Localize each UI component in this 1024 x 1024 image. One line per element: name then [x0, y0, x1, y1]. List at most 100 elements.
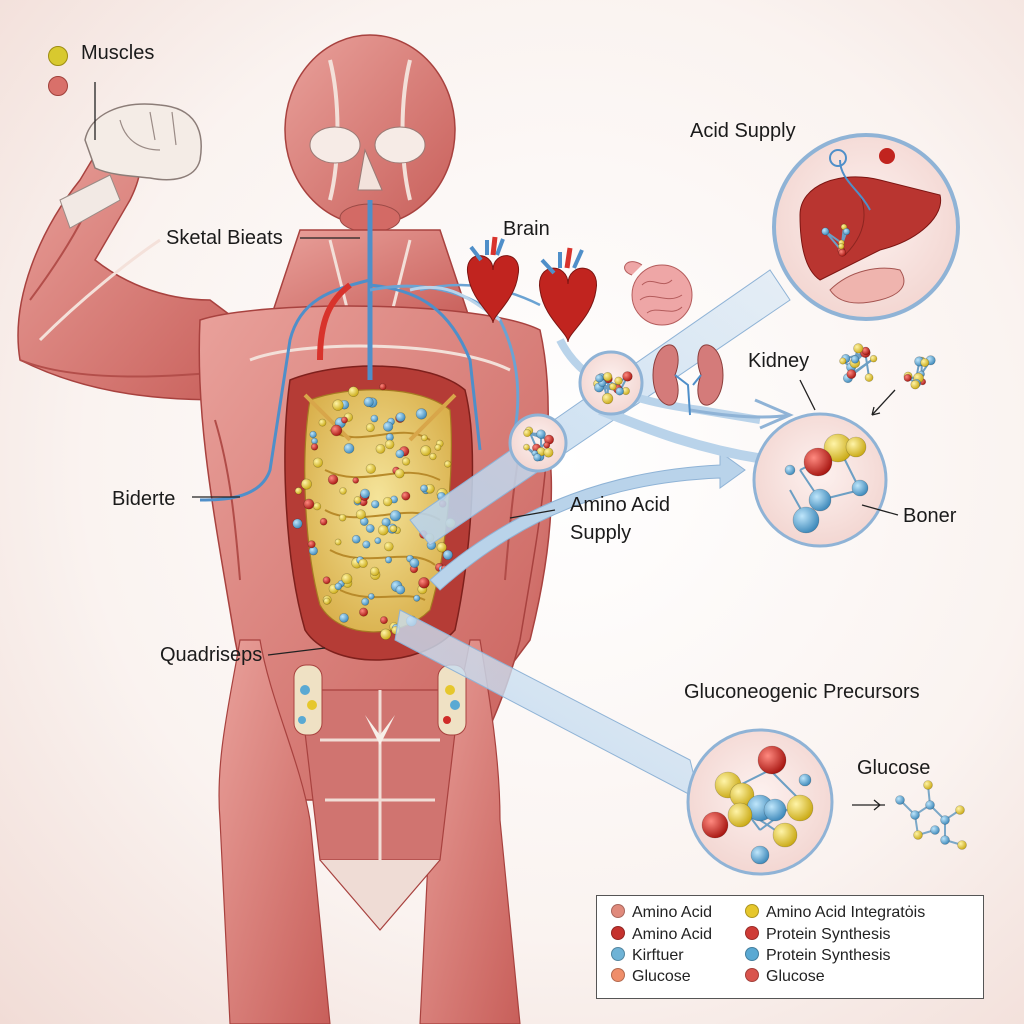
molecule-atom [383, 541, 394, 552]
molecule-atom [365, 423, 375, 433]
molecule-atom [370, 566, 380, 577]
molecule-atom [821, 227, 830, 236]
protein-inset [752, 412, 888, 548]
molecule-atom [395, 412, 406, 423]
molecule-atom [309, 430, 317, 439]
liver-inset [772, 133, 960, 321]
molecule-atom [808, 488, 832, 512]
molecule-atom [925, 800, 935, 810]
molecule-atom [842, 227, 851, 236]
label-acid-supply: Acid Supply [690, 120, 796, 142]
molecule-atom [395, 449, 405, 459]
molecule-atom [409, 558, 420, 568]
molecule-atom [784, 464, 796, 476]
molecule-atom [339, 487, 347, 495]
molecule-atom [846, 369, 857, 379]
molecule-atom [351, 534, 361, 544]
molecule-atom [343, 443, 355, 454]
molecule-atom [543, 441, 551, 449]
top-legend-dot-red [48, 76, 68, 96]
molecule-atom [602, 372, 613, 382]
molecule-atom [421, 434, 428, 442]
molecule-atom [379, 383, 387, 391]
molecule-atom [434, 444, 442, 451]
molecule-atom [415, 408, 428, 420]
molecule-atom [957, 840, 967, 850]
label-boner: Boner [903, 505, 957, 527]
molecule-atom [910, 379, 920, 390]
molecule-atom [536, 429, 546, 439]
molecule-clusters [523, 223, 936, 865]
molecule-atom [362, 540, 371, 549]
molecule-atom [523, 443, 530, 451]
molecule-atom [622, 371, 633, 382]
molecule-atom [895, 795, 905, 805]
molecule-atom [798, 773, 812, 787]
molecule-atom [615, 387, 624, 396]
molecule-atom [327, 474, 339, 485]
legend-right-item-2: Protein Synthesis [745, 947, 891, 965]
molecule-atom [757, 745, 787, 775]
molecule-atom [436, 542, 447, 553]
legend-swatch [611, 926, 625, 940]
molecule-atom [377, 524, 389, 536]
molecule-atom [332, 399, 344, 411]
molecule-atom [940, 835, 950, 845]
molecule-atom [772, 822, 798, 848]
legend-right-item-3: Glucose [745, 968, 825, 986]
molecule-atom [292, 518, 303, 529]
molecule-atom [379, 616, 388, 625]
molecule-atom [334, 582, 343, 591]
molecule-atom [401, 491, 411, 501]
molecule-atom [850, 355, 860, 364]
label-precursors: Gluconeogenic Precursors [684, 681, 920, 703]
molecule-atom [903, 373, 912, 382]
label-amino-supply-line1: Amino Acid [570, 494, 671, 516]
molecule-atom [330, 424, 343, 437]
molecule-atom [930, 825, 940, 835]
molecule-atom [394, 468, 405, 479]
molecule-atom [312, 457, 323, 468]
label-glucose: Glucose [857, 757, 931, 779]
molecule-atom [920, 358, 930, 368]
molecule-atom [374, 537, 382, 545]
molecule-atom [609, 382, 617, 391]
molecule-atom [365, 524, 375, 533]
legend-right-item-0: Amino Acid Integratȯis [745, 904, 925, 922]
label-quadriseps: Quadriseps [160, 644, 263, 666]
molecule-atom [361, 597, 370, 606]
molecule-atom [322, 576, 331, 585]
legend-swatch [611, 904, 625, 918]
molecule-atom [340, 416, 348, 424]
leader-lines [94, 82, 899, 811]
human-body-figure [17, 34, 553, 1024]
top-legend-dot-yellow [48, 46, 68, 66]
molecule-atom [338, 513, 347, 522]
molecule-atom [727, 802, 753, 828]
molecule-atom [319, 517, 328, 526]
legend-left-item-3: Glucose [611, 968, 691, 986]
molecule-atom [543, 447, 554, 458]
molecule-atom [418, 577, 430, 589]
molecule-atom [940, 815, 950, 825]
molecule-atom [533, 453, 542, 462]
molecule-atom [323, 597, 331, 605]
molecule-atom [595, 374, 604, 383]
molecule-atom [359, 607, 369, 617]
legend-left-item-2: Kirftuer [611, 947, 684, 965]
heart-organ-2 [539, 247, 597, 343]
label-kidney: Kidney [748, 350, 810, 372]
label-biderte: Biderte [112, 488, 176, 510]
molecule-atom [851, 479, 869, 497]
molecule-atom [303, 498, 315, 510]
molecule-atom [389, 510, 402, 522]
molecule-atom [869, 354, 878, 363]
molecule-atom [853, 343, 864, 354]
legend-swatch [745, 947, 759, 961]
molecule-atom [363, 396, 374, 408]
molecule-atom [838, 248, 847, 257]
molecule-atom [923, 780, 933, 790]
molecule-atom [365, 463, 376, 474]
